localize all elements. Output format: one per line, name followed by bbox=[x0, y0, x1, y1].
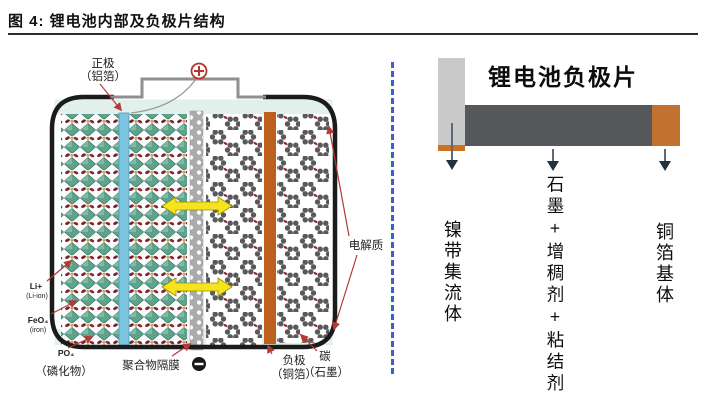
battery-case bbox=[49, 94, 338, 350]
terminal-tab bbox=[110, 77, 266, 99]
down-arrow-icon bbox=[664, 149, 666, 162]
shuttle-arrow-icon bbox=[161, 277, 233, 297]
terminal-wire bbox=[130, 78, 197, 114]
down-arrowhead-icon bbox=[547, 161, 559, 171]
leader-li-ion bbox=[46, 259, 73, 282]
po4-sublabel: （磷化物） bbox=[35, 364, 93, 378]
separator-label: 聚合物隔膜 bbox=[122, 358, 180, 372]
positive-terminal-icon bbox=[190, 62, 208, 80]
down-arrow-icon bbox=[552, 149, 554, 162]
copper-foil-bar bbox=[264, 112, 276, 344]
leader-electrolyte-bottom bbox=[331, 254, 358, 331]
battery-diagram: 正极 （铝箔） 电解质 Li+ (Li-ion) FeO₄ (iron) PO₄… bbox=[26, 56, 384, 381]
nickel-collector-label: 镍带集流体 bbox=[442, 220, 462, 325]
leader-positive bbox=[99, 83, 123, 112]
positive-electrode-label2: （铝箔） bbox=[80, 69, 126, 83]
carbon-label: 碳 bbox=[319, 349, 331, 363]
graphite-anode-outer bbox=[277, 114, 329, 343]
lithium-shuttle-arrows bbox=[161, 196, 233, 297]
graphite-anode-inner bbox=[206, 114, 262, 345]
li-ion-label: Li+ bbox=[30, 281, 43, 291]
panel-divider bbox=[391, 62, 394, 374]
feo4-sublabel: (iron) bbox=[30, 327, 46, 334]
leader-po4 bbox=[67, 335, 94, 349]
negative-electrode-label: 负极 bbox=[283, 353, 306, 367]
graphite-coating-bar bbox=[465, 105, 652, 146]
leader-feo4 bbox=[50, 300, 78, 315]
anode-sheet-panel: 锂电池负极片 镍带集流体 石墨+增稠剂+粘结剂 铜箔基体 bbox=[400, 45, 718, 407]
positive-electrode-label: 正极 bbox=[92, 56, 115, 70]
separator-bar bbox=[189, 110, 204, 351]
carbon-label2: （石墨） bbox=[303, 366, 349, 379]
electrolyte-label: 电解质 bbox=[349, 238, 384, 252]
li-ion-sublabel: (Li-ion) bbox=[26, 293, 48, 300]
down-arrowhead-icon bbox=[446, 160, 458, 170]
negative-electrode-label2: （铜箔） bbox=[271, 367, 317, 381]
coating-label: 石墨+增稠剂+粘结剂 bbox=[545, 175, 565, 395]
leader-electrolyte-top bbox=[326, 125, 350, 237]
down-arrowhead-icon bbox=[659, 161, 671, 171]
figure-title: 图 4: 锂电池内部及负极片结构 bbox=[8, 13, 226, 30]
aluminum-foil-bar bbox=[118, 112, 130, 347]
copper-substrate-label: 铜箔基体 bbox=[654, 222, 674, 306]
leader-negative bbox=[267, 344, 275, 355]
anode-sheet-title: 锂电池负极片 bbox=[488, 64, 638, 90]
title-underline bbox=[8, 33, 698, 35]
negative-terminal-icon bbox=[192, 357, 206, 371]
po4-label: PO₄ bbox=[58, 348, 74, 358]
shuttle-arrow-icon bbox=[161, 196, 233, 216]
leader-separator bbox=[171, 343, 192, 357]
copper-foil-segment bbox=[652, 105, 680, 146]
leader-carbon bbox=[299, 333, 318, 352]
leader-arrows bbox=[46, 83, 358, 357]
feo4-label: FeO₄ bbox=[28, 315, 49, 325]
down-arrow-icon bbox=[451, 123, 453, 161]
